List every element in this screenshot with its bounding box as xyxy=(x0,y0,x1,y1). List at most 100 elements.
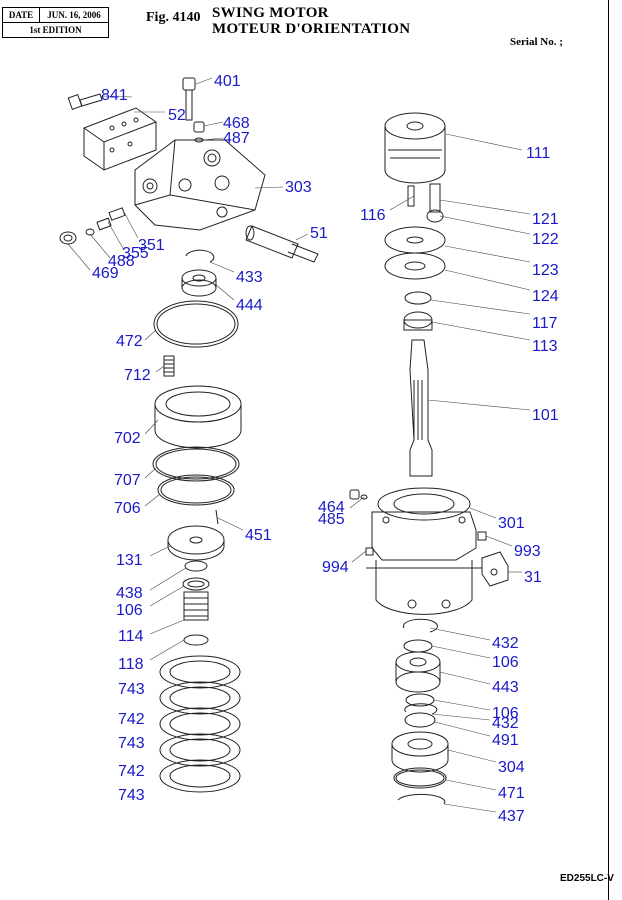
label-432-2: 432 xyxy=(492,715,519,732)
label-485: 485 xyxy=(318,511,345,528)
label-487: 487 xyxy=(223,130,250,147)
label-118: 118 xyxy=(118,656,144,673)
part-301-housing xyxy=(366,487,482,615)
label-114: 114 xyxy=(118,628,144,645)
title-french: MOTEUR D'ORIENTATION xyxy=(212,21,411,37)
part-707-o-ring xyxy=(152,446,240,482)
label-742-2: 742 xyxy=(118,763,145,780)
part-742-plate-1 xyxy=(159,681,241,715)
label-51: 51 xyxy=(310,225,328,242)
label-743-2: 743 xyxy=(118,735,145,752)
part-122-retainer-plate xyxy=(384,226,446,254)
part-124-ring xyxy=(404,291,432,305)
label-131: 131 xyxy=(116,552,143,569)
part-438-ring xyxy=(184,560,208,572)
title-english: SWING MOTOR xyxy=(212,5,329,21)
label-702: 702 xyxy=(114,430,141,447)
part-472-o-ring xyxy=(153,300,239,348)
label-444: 444 xyxy=(236,297,263,314)
label-432-1: 432 xyxy=(492,635,519,652)
label-101: 101 xyxy=(532,407,559,424)
part-351-plunger xyxy=(108,207,126,221)
part-labels: 841 401 52 468 487 303 51 351 355 488 46… xyxy=(92,73,559,825)
part-469-cap xyxy=(59,231,77,245)
label-437: 437 xyxy=(498,808,525,825)
label-304: 304 xyxy=(498,759,525,776)
edition-header-table: DATE JUN. 16, 2006 1st EDITION xyxy=(2,7,109,38)
label-743-1: 743 xyxy=(118,681,145,698)
page-border xyxy=(608,0,609,900)
document-code: ED255LC-V xyxy=(560,873,614,884)
part-433-snap-ring xyxy=(185,249,215,263)
part-121-piston xyxy=(426,183,444,223)
label-117: 117 xyxy=(532,315,558,332)
edition-label: 1st EDITION xyxy=(2,22,109,38)
part-491-seal xyxy=(404,712,436,728)
label-106-left: 106 xyxy=(116,602,143,619)
part-52-valve-block xyxy=(83,107,157,171)
part-471-o-ring xyxy=(393,767,447,789)
label-433: 433 xyxy=(236,269,263,286)
part-131-valve-plate xyxy=(167,525,225,561)
label-116: 116 xyxy=(360,207,386,224)
label-464: 464 xyxy=(318,499,345,516)
part-993-plug xyxy=(477,531,487,541)
label-123: 123 xyxy=(532,262,559,279)
label-113: 113 xyxy=(532,338,558,355)
part-488-ring xyxy=(85,228,95,236)
part-743-plate-3 xyxy=(159,759,241,793)
label-124: 124 xyxy=(532,288,559,305)
label-451: 451 xyxy=(245,527,272,544)
leader-lines xyxy=(67,77,531,813)
label-841: 841 xyxy=(101,87,128,104)
label-106-right-1: 106 xyxy=(492,654,519,671)
label-122: 122 xyxy=(532,231,559,248)
part-841-bolt xyxy=(67,93,103,110)
label-469: 469 xyxy=(92,265,119,282)
label-468: 468 xyxy=(223,115,250,132)
part-712-spring xyxy=(163,355,175,377)
label-712: 712 xyxy=(124,367,151,384)
label-994: 994 xyxy=(322,559,349,576)
part-51-shaft xyxy=(245,225,319,263)
part-743-plate-1 xyxy=(159,655,241,689)
part-116-pin xyxy=(407,185,415,207)
part-114-spring xyxy=(183,591,209,621)
part-437-snap-ring xyxy=(397,793,446,805)
part-994-plug xyxy=(365,547,374,556)
part-464-plug xyxy=(349,489,368,500)
label-488: 488 xyxy=(108,253,135,270)
part-432-snap-ring-upper xyxy=(402,618,438,633)
label-401: 401 xyxy=(214,73,241,90)
part-111-cylinder-block xyxy=(384,112,446,184)
part-432-snap-ring-lower xyxy=(404,703,438,715)
label-301: 301 xyxy=(498,515,525,532)
label-993: 993 xyxy=(514,543,541,560)
label-31: 31 xyxy=(524,569,542,586)
label-303: 303 xyxy=(285,179,312,196)
part-304-cover xyxy=(391,731,449,773)
part-106-washer xyxy=(182,577,210,591)
label-355: 355 xyxy=(122,245,149,262)
part-742-plate-2 xyxy=(159,733,241,767)
part-468-plug xyxy=(193,121,205,143)
part-401-bolt xyxy=(182,77,196,121)
part-706-o-ring xyxy=(157,474,235,506)
part-743-plate-2 xyxy=(159,707,241,741)
label-707: 707 xyxy=(114,472,141,489)
part-443-bearing-upper xyxy=(181,269,217,297)
part-355-spring xyxy=(96,217,112,231)
label-472: 472 xyxy=(116,333,143,350)
label-443: 443 xyxy=(492,679,519,696)
part-303-valve-casing xyxy=(134,139,266,231)
part-123-shoe-plate xyxy=(384,252,446,280)
label-121: 121 xyxy=(532,211,559,228)
part-31-relief-valve xyxy=(481,551,509,587)
label-106-right-2: 106 xyxy=(492,705,519,722)
part-702-brake-piston xyxy=(154,385,242,449)
label-743-3: 743 xyxy=(118,787,145,804)
part-106-washer-lower xyxy=(403,639,433,653)
label-491: 491 xyxy=(492,732,519,749)
label-706: 706 xyxy=(114,500,141,517)
